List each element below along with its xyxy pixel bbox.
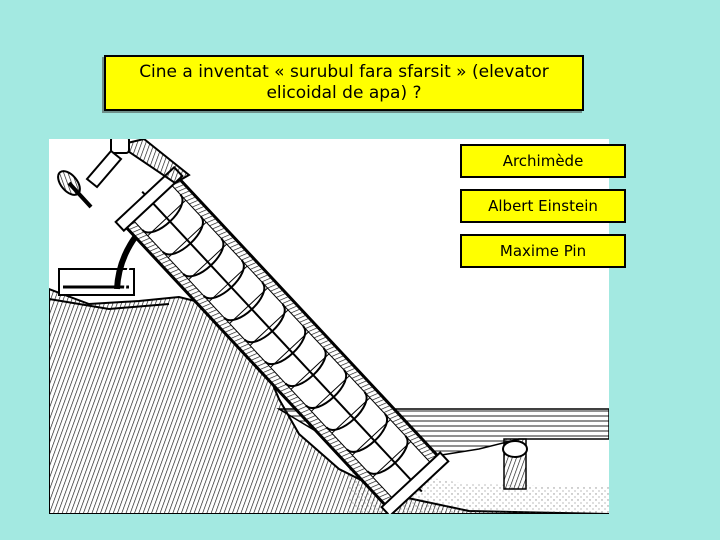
answer-archimede-button[interactable]: Archimède (460, 144, 626, 178)
question-box: Cine a inventat « surubul fara sfarsit »… (104, 55, 584, 111)
answer-maxime-pin-button[interactable]: Maxime Pin (460, 234, 626, 268)
answer-albert-einstein-button[interactable]: Albert Einstein (460, 189, 626, 223)
question-text: Cine a inventat « surubul fara sfarsit »… (139, 62, 549, 103)
